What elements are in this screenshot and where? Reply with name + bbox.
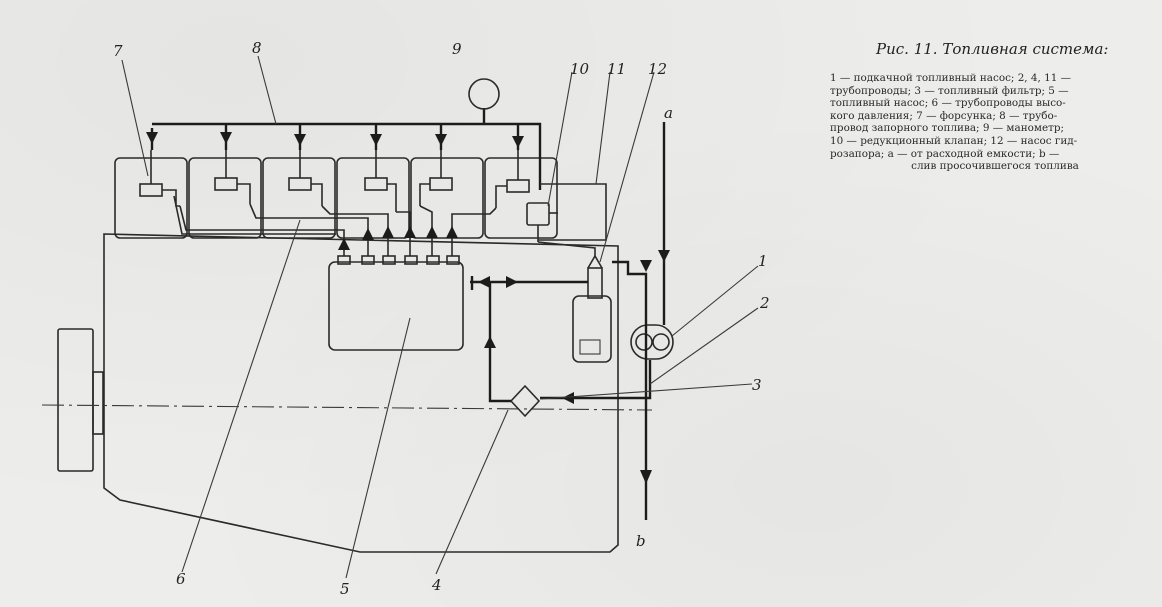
- crankshaft-axis: [41, 404, 653, 411]
- cylinder-head-2: [188, 157, 262, 239]
- legend-line: 1 — подкачной топливный насос; 2, 4, 11 …: [830, 72, 1072, 84]
- injector-2: [214, 148, 251, 204]
- fuel-filter: [509, 384, 541, 418]
- callout-6: 6: [176, 570, 186, 588]
- callout-b: b: [636, 532, 646, 550]
- callout-3: 3: [752, 376, 762, 394]
- injectors: [139, 148, 530, 212]
- callout-4: 4: [431, 576, 442, 594]
- pipeline-11: [538, 183, 607, 241]
- cylinder-head-5: [410, 157, 484, 239]
- pump-outlet-arrows: [338, 226, 458, 250]
- flywheel-hub: [92, 371, 104, 435]
- callout-8: 8: [252, 39, 262, 57]
- figure-legend: 1 — подкачной топливный насос; 2, 4, 11 …: [830, 72, 1160, 173]
- legend-line: трубопроводы; 3 — топливный фильтр; 5 —: [830, 84, 1069, 97]
- callout-labels: 7 8 9 10 11 12 a 1 2 3 b 4 5 6: [113, 39, 770, 598]
- inlet-and-drain: [612, 122, 670, 520]
- cylinder-head-4: [336, 157, 410, 239]
- reducing-valve: [526, 202, 558, 242]
- fuel-injection-pump: [328, 255, 464, 351]
- callout-10: 10: [570, 60, 590, 78]
- figure-title: Рис. 11. Топливная система:: [876, 40, 1109, 58]
- legend-line: 10 — редукционный клапан; 12 — насос гид…: [830, 134, 1078, 147]
- legend-line: топливный насос; 6 — трубопроводы высо-: [830, 97, 1066, 110]
- leader-lines: [121, 55, 759, 579]
- flywheel: [57, 328, 94, 472]
- supply-lines: [470, 276, 652, 404]
- legend-line: кого давления; 7 — форсунка; 8 — трубо-: [830, 109, 1058, 122]
- figure-caption: Рис. 11. Топливная система: 1 — подкачно…: [830, 40, 1160, 173]
- manometer: [468, 78, 500, 110]
- callout-11: 11: [607, 60, 626, 78]
- cylinder-head-3: [262, 157, 336, 239]
- injector-6: [495, 148, 530, 208]
- legend-line: провод запорного топлива; 9 — манометр;: [830, 122, 1065, 135]
- legend-line: розапора; а — от расходной емкости; b —: [830, 147, 1060, 160]
- callout-9: 9: [452, 40, 462, 58]
- injector-3: [288, 148, 323, 206]
- injector-5: [419, 148, 453, 206]
- callout-a: a: [664, 104, 673, 122]
- cylinder-heads: [114, 157, 558, 239]
- injector-1: [139, 150, 180, 207]
- engine-body-outline: [103, 233, 619, 553]
- callout-7: 7: [113, 42, 123, 60]
- feed-pump: [630, 324, 674, 360]
- callout-12: 12: [648, 60, 667, 78]
- callout-1: 1: [758, 252, 768, 270]
- callout-2: 2: [759, 294, 770, 312]
- legend-line: слив просочившегося топлива: [911, 160, 1079, 173]
- cylinder-head-6: [484, 157, 558, 239]
- callout-5: 5: [340, 580, 350, 598]
- injector-4: [364, 148, 397, 212]
- locking-fuel-pipeline: [146, 108, 542, 190]
